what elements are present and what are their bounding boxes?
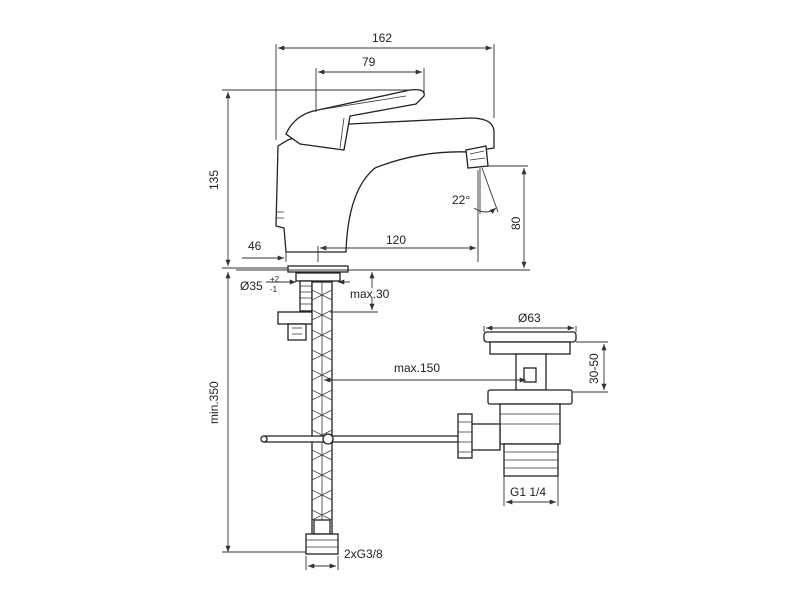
faucet-body xyxy=(275,88,495,253)
label-outlet-height: 80 xyxy=(509,216,523,230)
label-lever-length: 79 xyxy=(362,55,376,69)
waste-valve xyxy=(457,331,577,477)
label-hole-tolerance-lower: -1 xyxy=(270,285,278,294)
label-overall-length: 162 xyxy=(372,31,392,45)
mounting-assembly xyxy=(236,265,530,341)
label-waste-diameter: Ø63 xyxy=(518,311,541,325)
label-height: 135 xyxy=(207,170,221,190)
label-base-offset: 46 xyxy=(248,239,262,253)
label-deck-thickness: max.30 xyxy=(350,287,390,301)
braided-hoses xyxy=(305,281,339,555)
label-waste-reach: max.150 xyxy=(394,361,440,375)
label-waste-height: 30-50 xyxy=(587,353,601,384)
pop-up-rod xyxy=(260,433,471,445)
label-outlet-angle: 22° xyxy=(452,193,470,207)
label-spout-reach: 120 xyxy=(386,233,406,247)
dimension-lines xyxy=(222,44,608,570)
label-hose-thread: 2xG3/8 xyxy=(344,547,383,561)
label-hose-length: min.350 xyxy=(207,381,221,424)
label-waste-thread: G1 1/4 xyxy=(510,485,546,499)
dimension-labels: 162 79 135 46 120 80 22° Ø35 +2 -1 max.3… xyxy=(207,31,601,561)
label-hole-tolerance-upper: +2 xyxy=(270,275,280,284)
label-hole-diameter: Ø35 xyxy=(240,279,263,293)
